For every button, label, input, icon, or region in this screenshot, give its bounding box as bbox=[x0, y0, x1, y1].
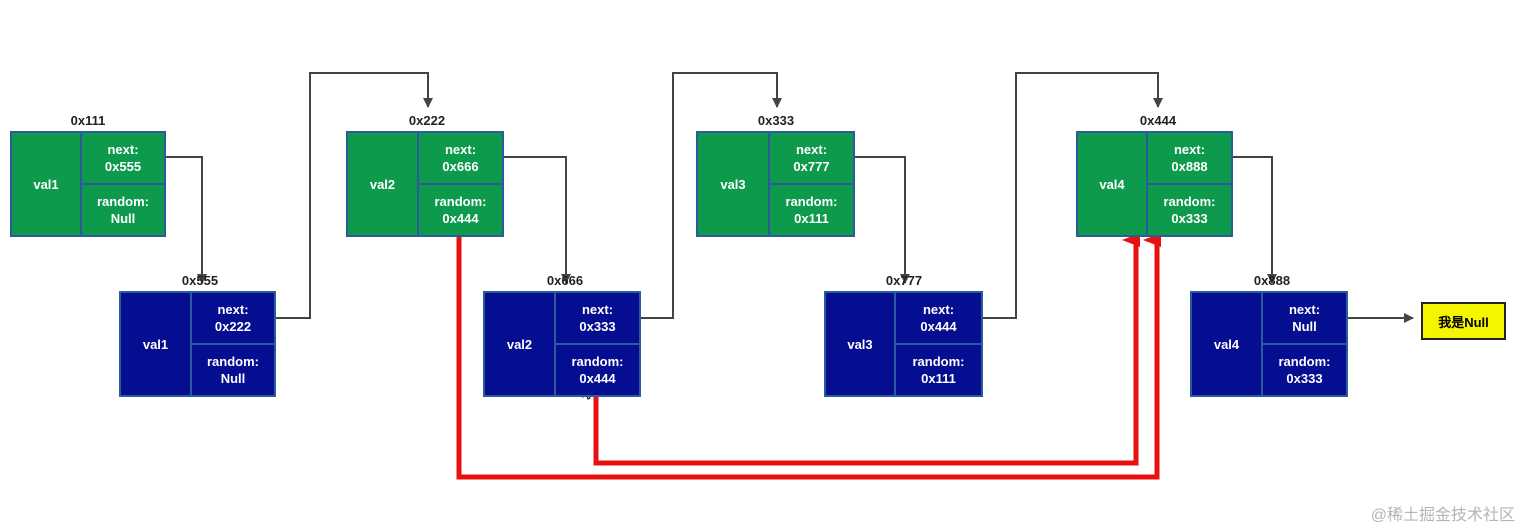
list-node-0x666: val2 next:0x333 random:0x444 bbox=[483, 291, 641, 397]
random-field: random:0x111 bbox=[896, 343, 981, 395]
null-terminator-box: 我是Null bbox=[1421, 302, 1506, 340]
random-field: random:Null bbox=[82, 183, 164, 235]
random-field: random:0x444 bbox=[419, 183, 502, 235]
list-node-0x444: val4 next:0x888 random:0x333 bbox=[1076, 131, 1233, 237]
list-node-0x888: val4 next:Null random:0x333 bbox=[1190, 291, 1348, 397]
node-value: val3 bbox=[826, 293, 896, 395]
node-value: val4 bbox=[1078, 133, 1148, 235]
next-field: next:0x555 bbox=[104, 142, 142, 174]
node-value: val1 bbox=[121, 293, 192, 395]
node-value: val4 bbox=[1192, 293, 1263, 395]
random-field: random:0x444 bbox=[556, 343, 639, 395]
next-field: next:0x444 bbox=[920, 302, 957, 334]
next-arrow-0x222-to-0x666 bbox=[504, 156, 571, 284]
address-label-0x222: 0x222 bbox=[408, 113, 446, 128]
next-field: next:0x666 bbox=[442, 142, 479, 174]
address-label-0x555: 0x555 bbox=[181, 273, 219, 288]
address-label-0x333: 0x333 bbox=[757, 113, 795, 128]
next-arrow-0x777-to-0x444 bbox=[983, 72, 1163, 319]
next-arrow-0x444-to-0x888 bbox=[1233, 156, 1277, 284]
next-field: next:0x777 bbox=[793, 142, 830, 174]
random-field: random:0x333 bbox=[1148, 183, 1231, 235]
random-arrow-0x222-to-0x444 bbox=[456, 233, 1161, 480]
node-value: val3 bbox=[698, 133, 770, 235]
next-field: next:Null bbox=[1288, 302, 1321, 334]
next-field: next:0x222 bbox=[214, 302, 252, 334]
random-arrow-0x666-to-0x444 bbox=[593, 233, 1140, 466]
random-field: random:Null bbox=[192, 343, 274, 395]
address-label-0x777: 0x777 bbox=[885, 273, 923, 288]
watermark: @稀土掘金技术社区 bbox=[1370, 507, 1515, 524]
node-value: val2 bbox=[485, 293, 556, 395]
next-field: next:0x333 bbox=[579, 302, 616, 334]
next-arrow-0x555-to-0x222 bbox=[276, 72, 433, 319]
address-label-0x666: 0x666 bbox=[546, 273, 584, 288]
address-label-0x888: 0x888 bbox=[1253, 273, 1291, 288]
node-value: val2 bbox=[348, 133, 419, 235]
list-node-0x555: val1 next:0x222 random:Null bbox=[119, 291, 276, 397]
node-value: val1 bbox=[12, 133, 82, 235]
next-field: next:0x888 bbox=[1171, 142, 1208, 174]
random-field: random:0x111 bbox=[770, 183, 853, 235]
next-arrow-0x333-to-0x777 bbox=[855, 156, 910, 284]
next-arrow-0x666-to-0x333 bbox=[641, 72, 782, 319]
list-node-0x333: val3 next:0x777 random:0x111 bbox=[696, 131, 855, 237]
address-label-0x444: 0x444 bbox=[1139, 113, 1177, 128]
next-arrow-0x111-to-0x555 bbox=[166, 156, 207, 284]
address-label-0x111: 0x111 bbox=[70, 113, 106, 128]
list-node-0x222: val2 next:0x666 random:0x444 bbox=[346, 131, 504, 237]
list-node-0x111: val1 next:0x555 random:Null bbox=[10, 131, 166, 237]
list-node-0x777: val3 next:0x444 random:0x111 bbox=[824, 291, 983, 397]
random-field: random:0x333 bbox=[1263, 343, 1346, 395]
